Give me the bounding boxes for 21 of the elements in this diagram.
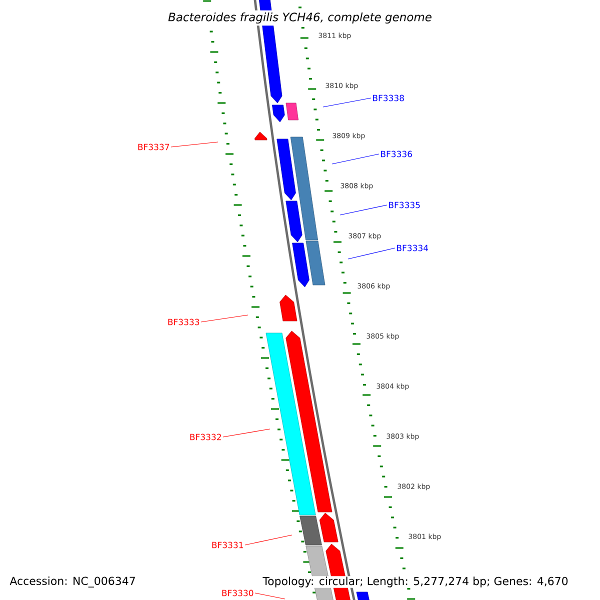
leader-line — [200, 314, 248, 322]
leader-line — [340, 204, 388, 216]
gene-label: BF3334 — [397, 244, 428, 252]
info-text: Topology: circular; Length: 5,277,274 bp; Genes: 4,670 — [262, 576, 569, 588]
leader-line — [222, 428, 270, 438]
title: Bacteroides fragilis YCH46, complete genome — [166, 10, 434, 26]
leader-line — [348, 248, 396, 260]
gene-label: BF3337 — [138, 144, 170, 150]
gene-label: BF3333 — [168, 318, 200, 326]
leader-line — [332, 154, 380, 164]
leader-line — [322, 98, 372, 108]
gene-label: BF3335 — [389, 202, 420, 208]
gene-label: BF3336 — [381, 150, 412, 158]
leader-line — [244, 534, 292, 546]
gene-label: BF3332 — [190, 434, 221, 440]
info-text: Accession: NC_006347 — [9, 576, 136, 588]
gene-label: BF3330 — [222, 590, 254, 596]
gene-label: BF3338 — [373, 94, 404, 102]
leader-line — [254, 592, 286, 600]
gene-label: BF3331 — [212, 542, 243, 548]
leader-line — [170, 142, 218, 148]
